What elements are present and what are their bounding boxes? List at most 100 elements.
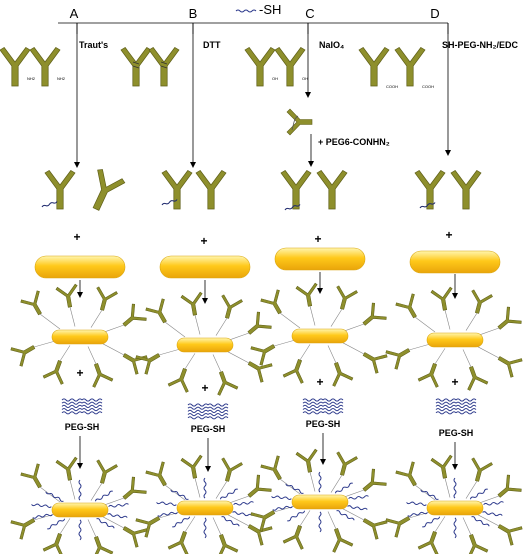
linker-peg-2-0 (279, 478, 301, 495)
peg-chain-peg-2-6 (287, 510, 306, 522)
peg-chain-path-peg-0-8 (78, 479, 82, 501)
peg-chain-peg-0-6 (47, 518, 66, 530)
conjugate-antibody-peg-3-6 (460, 531, 489, 554)
conjugate-antibody-peg-1-1 (180, 454, 206, 481)
peg-chain-path-peg-3-2 (483, 501, 504, 506)
linker-peg-0-2 (90, 482, 103, 501)
peg-block-1 (188, 404, 228, 419)
peg-chain-path-peg-2-3 (347, 505, 368, 511)
peg-chain-peg-0-1 (32, 513, 53, 519)
peg-chain-peg-2-4 (285, 483, 304, 494)
linker-3-4 (408, 343, 433, 351)
linker-0-1 (69, 306, 76, 327)
conjugate-antibody-2-6 (325, 359, 354, 388)
peg-chain-path-peg-1-3 (232, 511, 253, 517)
linker-2-2 (330, 308, 343, 327)
legend-label: -SH (259, 2, 281, 17)
plus-row4-3: + (451, 375, 458, 389)
antibody-start-2-1 (274, 47, 306, 87)
plus-row4-2: + (316, 375, 323, 389)
conjugate-antibody-0-1 (55, 283, 81, 310)
peg-chain-path-peg-2-5 (334, 482, 353, 494)
linker-0-5 (59, 345, 71, 362)
conjugate-antibody-peg-3-7 (493, 516, 524, 547)
peg-chain-peg-3-2 (483, 501, 504, 506)
conjugate-antibody-peg-1-3 (241, 473, 273, 505)
linker-3-1 (444, 309, 451, 330)
linker-3-7 (476, 346, 500, 359)
antibody-start-3-0 (358, 47, 390, 87)
plus-row2-2: + (314, 232, 321, 246)
conjugate-antibody-0-3 (116, 302, 148, 334)
peg-chain-path-peg-2-7 (336, 510, 355, 521)
nanorod-0 (34, 255, 126, 279)
group-label-oh-0: OH (272, 76, 278, 81)
linker-peg-1-7 (226, 514, 250, 527)
plus-row4-1: + (201, 381, 208, 395)
conjugate-antibody-peg-1-4 (134, 508, 165, 539)
nanorod-3 (409, 250, 501, 274)
conjugate-antibody-1-0 (144, 297, 175, 328)
linker-1-4 (158, 348, 183, 356)
linker-1-0 (164, 321, 186, 338)
legend-thiol-icon (235, 9, 257, 13)
conjugate-antibody-peg-3-1 (430, 454, 456, 481)
conjugate-antibody-2-2 (331, 285, 359, 313)
peg-chain-peg-0-4 (45, 491, 64, 502)
thiol-chain-2 (284, 204, 301, 211)
peg-chain-path-peg-0-1 (32, 513, 53, 519)
conjugate-antibody-1-4 (134, 345, 165, 376)
conjugate-rod-peg-1 (176, 500, 234, 516)
conjugate-antibody-2-4 (249, 336, 280, 367)
peg-chain-path-peg-0-3 (107, 513, 128, 519)
peg-chain-peg-2-9 (318, 511, 322, 533)
peg-chain-path-peg-2-8 (318, 471, 322, 493)
conjugate-antibody-peg-1-2 (216, 457, 244, 485)
peg-chain-peg-0-5 (94, 490, 113, 502)
peg-chain-path-peg-2-6 (287, 510, 306, 522)
linker-peg-2-5 (299, 510, 311, 527)
peg-chain-peg-2-3 (347, 505, 368, 511)
peg-chain-peg-3-6 (422, 516, 441, 528)
linker-peg-3-6 (462, 517, 472, 536)
conjugate-rod-peg-3 (426, 500, 484, 516)
peg-chain-path-peg-3-8 (453, 477, 457, 499)
plus-row2-3: + (445, 228, 452, 242)
conjugate-antibody-peg-0-0 (19, 462, 50, 493)
peg-chain-peg-0-8 (78, 479, 82, 501)
conjugate-antibody-1-5 (167, 365, 196, 394)
peg-chain-path-peg-0-6 (47, 518, 66, 530)
antibody-start-3-1 (394, 47, 426, 87)
peg-chain-peg-0-9 (78, 519, 82, 541)
conjugate-antibody-peg-0-3 (116, 475, 148, 507)
conjugate-antibody-peg-2-5 (282, 522, 311, 551)
group-label-oh-1: OH (302, 76, 308, 81)
reagent-label-1: DTT (203, 40, 221, 50)
peg-chain-path-peg-2-2 (348, 495, 369, 500)
conjugate-rod-0 (51, 329, 109, 345)
conjugate-antibody-peg-0-5 (42, 530, 71, 554)
linker-peg-0-1 (69, 479, 76, 500)
linker-1-1 (194, 314, 201, 335)
connector-lines (33, 22, 500, 538)
linker-peg-0-6 (87, 519, 97, 538)
column-label-D: D (430, 6, 439, 21)
linker-peg-1-1 (194, 477, 201, 498)
peg-chain-peg-0-7 (96, 518, 115, 529)
antibody-start-0-0 (0, 47, 31, 87)
peg-chain-peg-0-3 (107, 513, 128, 519)
peg-chain-peg-2-0 (271, 495, 292, 500)
reagent-label-3: SH-PEG-NH₂/EDC (442, 40, 519, 50)
conjugate-antibody-peg-0-1 (55, 456, 81, 483)
conjugate-antibody-1-3 (241, 310, 273, 342)
linker-2-0 (279, 312, 301, 329)
peg-chain-peg-2-5 (334, 482, 353, 494)
conjugate-rod-peg-2 (291, 494, 349, 510)
linker-0-4 (33, 340, 58, 348)
nanorod-1 (159, 255, 251, 279)
linker-1-2 (215, 317, 228, 336)
conjugate-antibody-1-2 (216, 294, 244, 322)
peg-chain-path-peg-3-3 (482, 511, 503, 517)
peg-chain-path-peg-1-5 (219, 488, 238, 500)
